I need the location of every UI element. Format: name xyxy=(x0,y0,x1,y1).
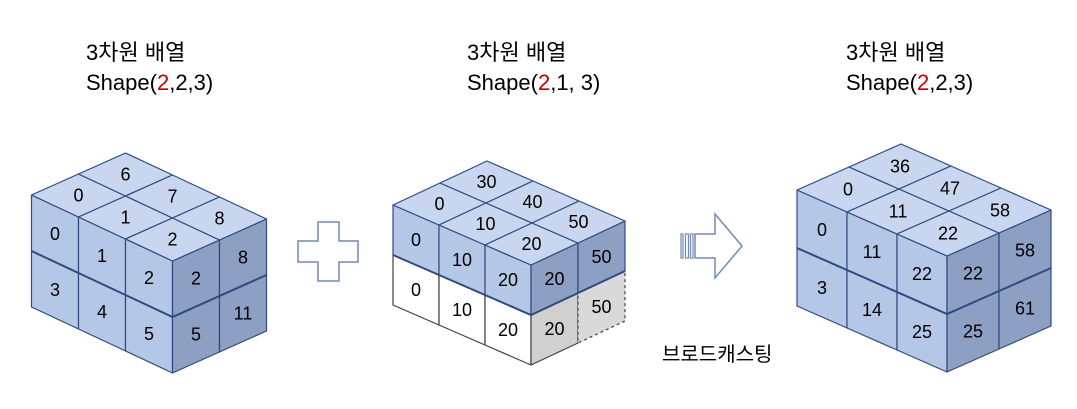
arrow-tail-stripe xyxy=(689,233,694,259)
cell-value: 10 xyxy=(475,214,495,234)
cell-value: 20 xyxy=(498,320,518,340)
shape-highlighted-dim: 2 xyxy=(916,70,930,95)
arrow-tail-stripe xyxy=(680,233,684,259)
cell-value: 58 xyxy=(990,201,1010,221)
cell-value: 2 xyxy=(167,230,177,250)
shape-prefix: Shape( xyxy=(86,70,157,95)
cell-value: 47 xyxy=(940,179,960,199)
cell-value: 22 xyxy=(912,264,932,284)
cell-value: 2 xyxy=(191,269,201,289)
top-face-cell: 40 xyxy=(485,180,580,224)
array-shape-label: Shape(2,2,3) xyxy=(86,68,213,98)
cell-value: 4 xyxy=(97,302,107,322)
cell-value: 0 xyxy=(817,220,827,240)
shape-prefix: Shape( xyxy=(846,70,917,95)
arrow-tail-stripe xyxy=(684,233,690,259)
layer-divider xyxy=(796,247,1052,316)
shape-rest: ,2,3) xyxy=(929,70,974,95)
array-shape-label: Shape(2,2,3) xyxy=(846,68,973,98)
right-face-cell-shape xyxy=(577,270,626,344)
cell-value: 25 xyxy=(912,322,932,342)
cell-value: 8 xyxy=(214,209,224,229)
cell-value: 6 xyxy=(120,165,130,185)
cell-value: 0 xyxy=(50,224,60,244)
shape-rest: ,2,3) xyxy=(169,70,214,95)
shape-highlighted-dim: 2 xyxy=(537,70,551,95)
cell-value: 0 xyxy=(73,186,83,206)
cell-value: 11 xyxy=(863,242,882,262)
shape-prefix: Shape( xyxy=(467,70,538,95)
cell-value: 0 xyxy=(843,180,853,200)
cell-value: 40 xyxy=(522,192,542,212)
result-array-title: 3차원 배열 Shape(2,2,3) xyxy=(846,38,973,98)
left-array-title: 3차원 배열 Shape(2,2,3) xyxy=(86,38,213,98)
cell-value: 61 xyxy=(1015,299,1035,319)
cell-value: 7 xyxy=(167,187,177,207)
cell-value: 5 xyxy=(144,324,154,344)
cell-value: 36 xyxy=(890,157,910,177)
cell-value: 3 xyxy=(50,280,60,300)
cell-value: 20 xyxy=(544,319,564,339)
front-face-cell: 14 xyxy=(846,269,898,351)
top-face-cell-shape xyxy=(531,200,626,244)
array-dimension-label: 3차원 배열 xyxy=(467,40,567,65)
cell-value: 50 xyxy=(591,247,611,267)
array-dimension-label: 3차원 배열 xyxy=(86,40,186,65)
middle-array-title: 3차원 배열 Shape(2,1, 3) xyxy=(467,38,600,98)
cell-value: 11 xyxy=(234,304,253,324)
cell-value: 10 xyxy=(452,250,472,270)
plus-shape xyxy=(297,221,359,282)
top-face-cell-shape xyxy=(171,196,268,241)
front-face-cell: 10 xyxy=(438,274,486,346)
top-face-cell-shape xyxy=(948,187,1052,234)
cell-value: 1 xyxy=(97,246,107,266)
shape-rest: ,1, 3) xyxy=(550,70,601,95)
cell-value: 11 xyxy=(889,202,908,222)
cell-value: 20 xyxy=(498,270,518,290)
cell-value: 2 xyxy=(144,268,154,288)
cell-value: 50 xyxy=(591,297,611,317)
array-shape-label: Shape(2,1, 3) xyxy=(467,68,600,98)
layer-divider xyxy=(31,250,267,319)
right-face-cell: 61 xyxy=(998,267,1052,350)
top-face-cell: 58 xyxy=(948,187,1052,234)
cell-value: 30 xyxy=(476,172,496,192)
right-face-cell: 50 xyxy=(577,220,626,294)
layer-divider xyxy=(392,254,626,317)
cell-value: 58 xyxy=(1015,241,1035,261)
plus-icon xyxy=(297,221,359,282)
cell-value: 1 xyxy=(120,208,130,228)
top-face-cell: 36 xyxy=(848,143,952,190)
top-face-cell: 50 xyxy=(531,200,626,244)
cell-value: 5 xyxy=(191,325,201,345)
cell-value: 0 xyxy=(411,280,421,300)
broadcasting-label: 브로드캐스팅 xyxy=(662,344,773,366)
top-face-cell: 8 xyxy=(171,196,268,241)
cell-value: 22 xyxy=(938,224,958,244)
cell-value: 0 xyxy=(434,194,444,214)
right-face-cell: 50 xyxy=(577,270,626,344)
cell-value: 14 xyxy=(862,300,882,320)
cell-value: 3 xyxy=(817,278,827,298)
cell-value: 20 xyxy=(521,234,541,254)
array-dimension-label: 3차원 배열 xyxy=(846,40,946,65)
arrow-right-icon xyxy=(680,211,743,281)
shape-highlighted-dim: 2 xyxy=(156,70,170,95)
cell-value: 8 xyxy=(238,248,248,268)
cell-value: 20 xyxy=(544,269,564,289)
cell-value: 25 xyxy=(963,322,983,342)
right-face-cell: 20 xyxy=(530,242,579,316)
cell-value: 10 xyxy=(452,300,472,320)
cell-value: 0 xyxy=(411,230,421,250)
arrow-body xyxy=(694,211,743,281)
cell-value: 50 xyxy=(568,212,588,232)
cell-value: 22 xyxy=(963,264,983,284)
